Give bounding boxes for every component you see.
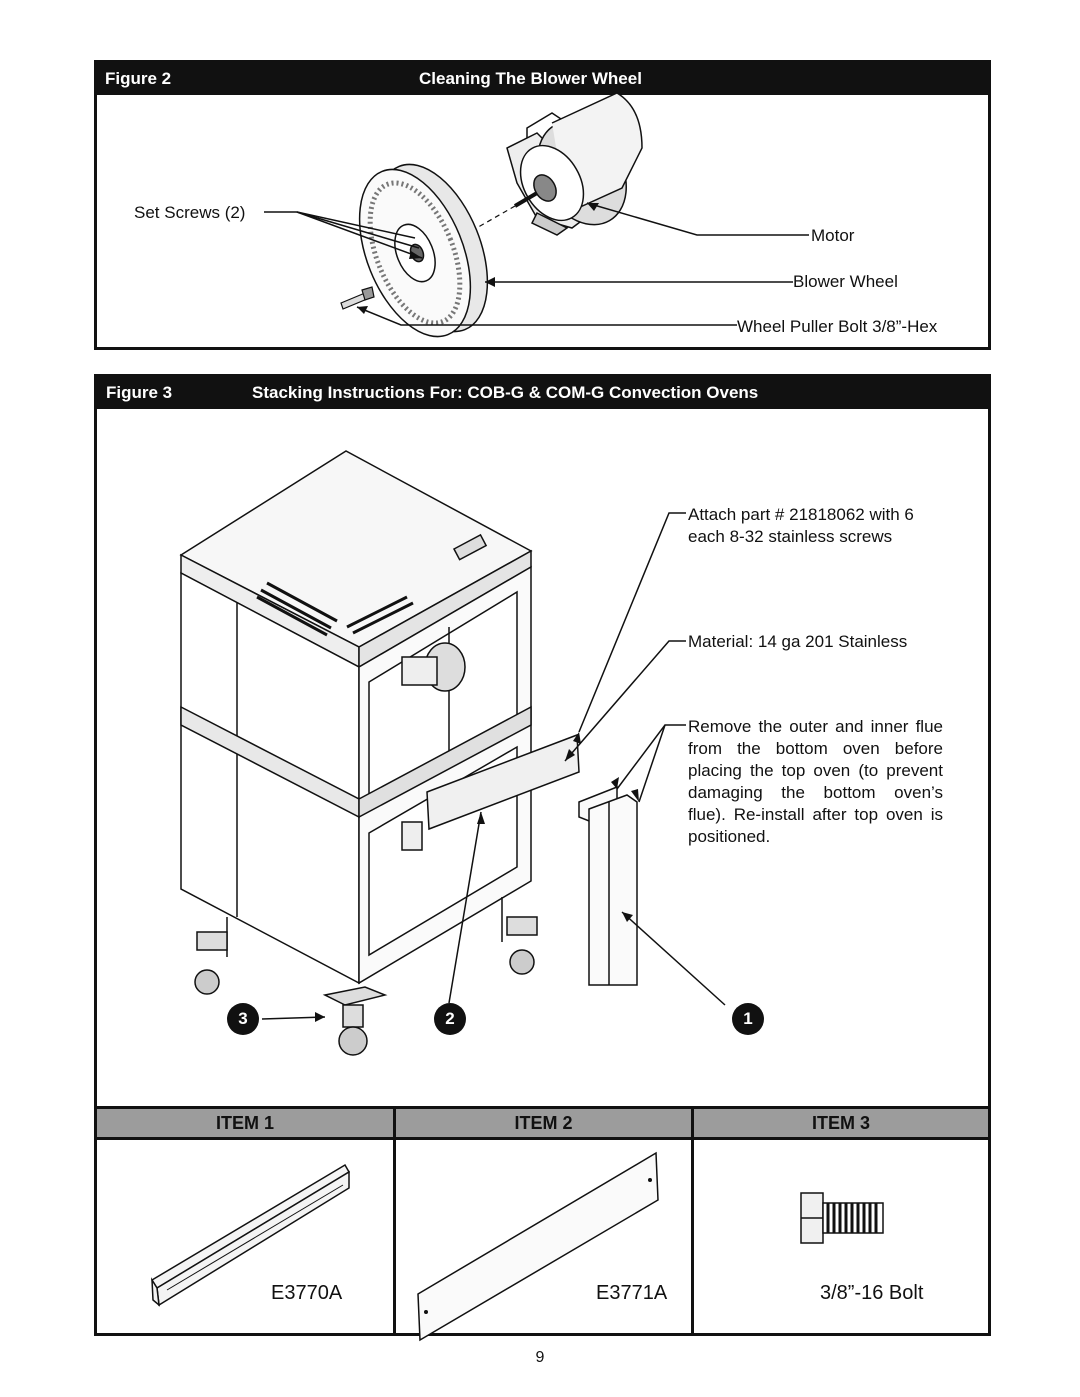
item-1-part-code: E3770A bbox=[271, 1282, 343, 1304]
motor-label: Motor bbox=[811, 226, 855, 245]
figure-3-label: Figure 3 bbox=[106, 383, 173, 402]
flat-plate-icon bbox=[417, 1151, 659, 1342]
stacked-ovens-illustration bbox=[179, 450, 580, 995]
item-2-cell: ITEM 2 E3771A bbox=[396, 1109, 694, 1342]
caster-illustration bbox=[322, 986, 388, 1056]
figure-3-header: Figure 3 Stacking Instructions For: COB-… bbox=[97, 377, 988, 409]
item-3-cell: ITEM 3 3/8”-16 Bolt bbox=[694, 1109, 988, 1333]
figure-2-label: Figure 2 bbox=[105, 69, 172, 88]
item-3-header: ITEM 3 bbox=[694, 1109, 988, 1140]
figure-3-panel: Figure 3 Stacking Instructions For: COB-… bbox=[94, 374, 991, 1342]
stacking-diagram bbox=[179, 450, 726, 1056]
flue-illustration bbox=[578, 785, 638, 986]
channel-rail-icon bbox=[150, 1163, 351, 1307]
callout-3: 3 bbox=[227, 1003, 259, 1035]
blower-wheel-illustration bbox=[358, 163, 489, 338]
item-2-header: ITEM 2 bbox=[396, 1109, 691, 1140]
callout-1: 1 bbox=[732, 1003, 764, 1035]
remove-flue-note: Remove the outer and inner flue from the… bbox=[688, 717, 943, 846]
material-note: Material: 14 ga 201 Stainless bbox=[688, 632, 908, 651]
wheel-puller-bolt-label: Wheel Puller Bolt 3/8”-Hex bbox=[737, 317, 938, 336]
blower-wheel-diagram bbox=[264, 92, 809, 338]
figure-2-header: Figure 2 Cleaning The Blower Wheel bbox=[97, 63, 988, 95]
items-table: ITEM 1 E3770A ITEM 2 E3771A bbox=[97, 1106, 988, 1342]
item-1-cell: ITEM 1 E3770A bbox=[97, 1109, 396, 1333]
item-1-header: ITEM 1 bbox=[97, 1109, 393, 1140]
item-3-part-code: 3/8”-16 Bolt bbox=[820, 1282, 924, 1304]
wheel-puller-bolt-illustration bbox=[340, 286, 375, 310]
page-number: 9 bbox=[535, 1349, 545, 1366]
attach-part-note: Attach part # 21818062 with 6 each 8-32 … bbox=[688, 505, 914, 546]
set-screws-label: Set Screws (2) bbox=[134, 203, 246, 222]
blower-wheel-label: Blower Wheel bbox=[793, 272, 898, 291]
motor-illustration bbox=[506, 92, 643, 236]
figure-3-title: Stacking Instructions For: COB-G & COM-G… bbox=[252, 383, 759, 402]
callout-2: 2 bbox=[434, 1003, 466, 1035]
figure-2-title: Cleaning The Blower Wheel bbox=[419, 69, 642, 88]
hex-bolt-icon bbox=[800, 1192, 884, 1244]
figure-2-panel: Figure 2 Cleaning The Blower Wheel bbox=[94, 60, 991, 350]
item-2-part-code: E3771A bbox=[596, 1282, 668, 1304]
